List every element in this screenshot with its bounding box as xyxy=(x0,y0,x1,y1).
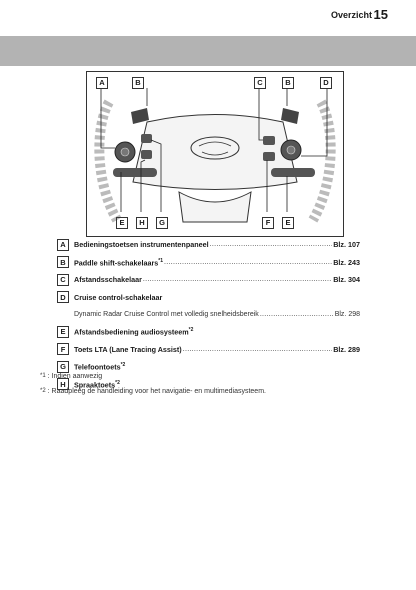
legend-row-g: G Telefoontoets*2 xyxy=(57,358,360,376)
legend-letter: A xyxy=(57,238,69,251)
footnote-mark: *1 xyxy=(40,373,46,379)
legend-letter: D xyxy=(57,291,69,304)
footnote-mark: *1 xyxy=(158,257,164,264)
legend-letter: G xyxy=(57,360,69,373)
legend-label: Toets LTA (Lane Tracing Assist) xyxy=(74,344,182,354)
legend-label: Bedieningstoetsen instrumentenpaneel xyxy=(74,240,209,250)
page-reference: Blz. 304 xyxy=(333,275,360,285)
legend-label: Afstandsbediening audiosysteem*2 xyxy=(74,327,194,337)
right-control-cluster xyxy=(263,136,315,177)
legend-label: Spraaktoets*2 xyxy=(74,379,120,389)
legend-label: Paddle shift-schakelaars*1 xyxy=(74,257,164,267)
legend-label: Telefoontoets*2 xyxy=(74,362,126,372)
legend-letter: C xyxy=(57,273,69,286)
dot-leader: ........................................… xyxy=(142,276,332,284)
page-reference: Blz. 107 xyxy=(333,240,360,250)
legend-letter: B xyxy=(57,256,69,269)
legend-row-e: E Afstandsbediening audiosysteem*2 xyxy=(57,323,360,341)
legend-list: A Bedieningstoetsen instrumentenpaneel .… xyxy=(57,236,360,393)
footnote-mark: *2 xyxy=(188,327,194,334)
callout-b-left: B xyxy=(132,77,144,89)
footnote-2: *2 : Raadpleeg de handleiding voor het n… xyxy=(40,388,380,403)
footnote-text: : Indien aanwezig xyxy=(47,373,103,380)
callout-f-bottom: F xyxy=(262,217,274,229)
steering-wheel-figure: A B C B D E H G F E xyxy=(86,71,344,237)
legend-letter: E xyxy=(57,325,69,338)
callout-e-left: E xyxy=(116,217,128,229)
legend-letter: F xyxy=(57,343,69,356)
legend-subrow-d: Dynamic Radar Cruise Control met volledi… xyxy=(57,306,360,323)
header-band xyxy=(0,36,416,66)
left-control-cluster xyxy=(113,134,157,177)
steering-wheel-illustration xyxy=(94,88,336,223)
legend-row-d: D Cruise control-schakelaar xyxy=(57,289,360,307)
legend-row-b: B Paddle shift-schakelaars*1 ...........… xyxy=(57,254,360,272)
callout-g-bottom: G xyxy=(156,217,168,229)
legend-row-a: A Bedieningstoetsen instrumentenpaneel .… xyxy=(57,236,360,254)
page-reference: Blz. 243 xyxy=(333,257,360,267)
legend-letter: H xyxy=(57,378,69,391)
footnote-text: : Raadpleeg de handleiding voor het navi… xyxy=(47,388,266,395)
callout-b-right: B xyxy=(282,77,294,89)
page-number: 15 xyxy=(373,7,388,22)
callout-c-top: C xyxy=(254,77,266,89)
section-title: Overzicht xyxy=(330,10,372,20)
dot-leader: ........................................… xyxy=(164,258,333,266)
callout-d-top: D xyxy=(320,77,332,89)
footnote-mark: *2 xyxy=(40,388,46,394)
sub-item-reference: Blz. 298 xyxy=(334,311,360,318)
dot-leader: ........................................… xyxy=(259,311,334,318)
callout-e-right: E xyxy=(282,217,294,229)
footnotes: *1 : Indien aanwezig *2 : Raadpleeg de h… xyxy=(40,373,380,403)
footnote-1: *1 : Indien aanwezig xyxy=(40,373,380,388)
sub-item-label: Dynamic Radar Cruise Control met volledi… xyxy=(74,311,259,318)
footnote-mark: *2 xyxy=(120,362,126,369)
callout-h-bottom: H xyxy=(136,217,148,229)
dot-leader: ........................................… xyxy=(209,241,333,249)
legend-label: Cruise control-schakelaar xyxy=(74,292,163,302)
footnote-mark: *2 xyxy=(115,379,120,386)
page-header: Overzicht 15 xyxy=(0,0,416,28)
legend-row-c: C Afstandsschakelaar ...................… xyxy=(57,271,360,289)
legend-row-h: H Spraaktoets*2 xyxy=(57,376,360,394)
legend-row-f: F Toets LTA (Lane Tracing Assist) ......… xyxy=(57,341,360,359)
callout-a-top: A xyxy=(96,77,108,89)
dot-leader: ........................................… xyxy=(182,345,333,353)
legend-label: Afstandsschakelaar xyxy=(74,275,142,285)
page-reference: Blz. 289 xyxy=(333,344,360,354)
